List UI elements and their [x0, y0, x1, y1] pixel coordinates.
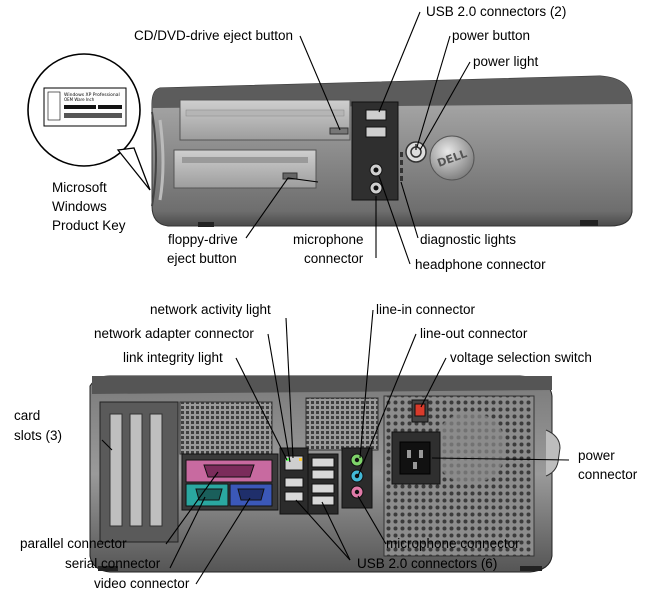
front-usb-port-1[interactable] [365, 109, 387, 121]
label-headphone-connector: headphone connector [415, 257, 546, 272]
cd-dvd-drive [179, 99, 351, 141]
power-button[interactable] [405, 141, 427, 163]
network-and-usb [279, 447, 339, 515]
label-line-in-connector: line-in connector [376, 302, 476, 317]
label-line-out-connector: line-out connector [420, 326, 528, 341]
sticker-line-1: Windows XP Professional [64, 92, 120, 98]
label-back-microphone-connector: microphone connector [386, 536, 520, 551]
label-parallel-connector: parallel connector [20, 536, 127, 551]
network-activity-light [299, 458, 302, 461]
audio-ports [341, 447, 373, 509]
label-card-slots-line-1: card [14, 408, 41, 423]
back-usb-port-5[interactable] [311, 483, 335, 494]
label-power-connector-line-2: connector [578, 467, 638, 482]
label-link-integrity-light: link integrity light [123, 350, 223, 365]
front-usb-port-2[interactable] [365, 126, 387, 138]
label-diagnostic-lights: diagnostic lights [420, 232, 517, 247]
leader-lines [101, 11, 570, 585]
label-product-key-line-2: Windows [52, 199, 107, 214]
label-power-connector-line-1: power [578, 448, 615, 463]
label-product-key-line-3: Product Key [52, 218, 126, 233]
label-front-microphone-line-2: connector [304, 251, 364, 266]
link-integrity-light [286, 458, 289, 461]
label-power-light: power light [473, 54, 539, 69]
voltage-selection-switch[interactable] [414, 403, 426, 417]
back-usb-port-2[interactable] [284, 491, 304, 502]
label-network-activity-light: network activity light [150, 302, 271, 317]
label-floppy-eject-line-2: eject button [167, 251, 237, 266]
label-serial-connector: serial connector [65, 556, 161, 571]
card-slot-2 [129, 413, 143, 527]
back-usb-port-3[interactable] [311, 457, 335, 468]
back-usb-port-1[interactable] [284, 477, 304, 488]
label-usb-connectors-front: USB 2.0 connectors (2) [426, 4, 567, 19]
card-slot-3 [149, 413, 163, 527]
product-key-callout: Windows XP Professional OEM Ware Inch [27, 53, 151, 191]
card-slots [99, 401, 179, 543]
video-port[interactable] [237, 488, 265, 501]
front-io-panel [351, 101, 399, 201]
power-connector[interactable] [399, 441, 431, 475]
label-voltage-selection-switch: voltage selection switch [450, 350, 592, 365]
label-card-slots-line-2: slots (3) [14, 428, 63, 443]
label-floppy-eject-line-1: floppy-drive [168, 232, 238, 247]
sticker-line-2: OEM Ware Inch [64, 97, 95, 102]
floppy-drive [173, 149, 317, 189]
label-power-button: power button [452, 28, 531, 43]
label-network-adapter-connector: network adapter connector [94, 326, 254, 341]
label-product-key-line-1: Microsoft [52, 180, 107, 195]
label-front-microphone-line-1: microphone [293, 232, 364, 247]
back-usb-port-4[interactable] [311, 469, 335, 480]
floppy-eject-button[interactable] [282, 172, 298, 180]
label-usb-connectors-back: USB 2.0 connectors (6) [357, 556, 498, 571]
dell-logo: DELL [429, 135, 475, 181]
card-slot-1 [109, 413, 123, 527]
parallel-port[interactable] [203, 464, 255, 478]
serial-port[interactable] [195, 488, 223, 501]
label-cd-dvd-eject-button: CD/DVD-drive eject button [134, 28, 294, 43]
diagnostic-lights [400, 152, 403, 181]
label-video-connector: video connector [94, 576, 190, 591]
